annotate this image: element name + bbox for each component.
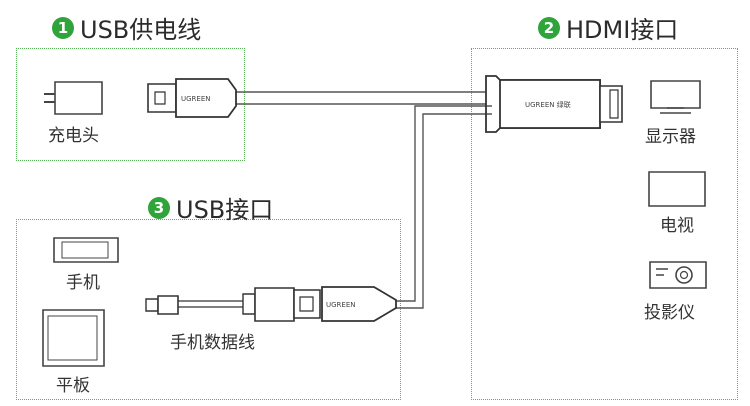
heading-hdmi-label: HDMI接口 bbox=[566, 16, 679, 44]
adapter-brand: UGREEN bbox=[326, 301, 356, 309]
heading-usb-power-label: USB供电线 bbox=[80, 16, 202, 44]
heading-usb-port-label: USB接口 bbox=[176, 196, 274, 224]
projector-icon bbox=[649, 261, 707, 289]
cable-lines bbox=[178, 91, 492, 309]
label-tablet: 平板 bbox=[56, 376, 90, 396]
hdmi-box bbox=[471, 48, 738, 400]
step-badge-3: 3 bbox=[148, 196, 170, 219]
heading-usb-port: 3 USB接口 bbox=[148, 190, 273, 225]
usb-port-cable bbox=[396, 105, 492, 309]
usb-plug-brand: UGREEN bbox=[181, 95, 211, 103]
usb-port-box bbox=[16, 219, 401, 400]
monitor-icon bbox=[650, 80, 701, 114]
label-charger: 充电头 bbox=[48, 126, 99, 146]
tablet-icon bbox=[42, 309, 105, 367]
usb-a-plug-icon bbox=[147, 78, 237, 118]
label-monitor: 显示器 bbox=[645, 127, 696, 147]
usb-female-adapter-icon bbox=[321, 286, 397, 322]
phone-cable-wire bbox=[178, 300, 255, 308]
heading-hdmi: 2 HDMI接口 bbox=[538, 10, 678, 45]
step-badge-1: 1 bbox=[52, 16, 74, 39]
step-badge-2: 2 bbox=[538, 16, 560, 39]
label-phone: 手机 bbox=[66, 273, 100, 293]
label-tv: 电视 bbox=[660, 216, 694, 236]
hdmi-plug-icon bbox=[485, 75, 623, 133]
phone-icon bbox=[53, 237, 119, 263]
label-projector: 投影仪 bbox=[644, 303, 695, 323]
hdmi-plug-brand: UGREEN 绿联 bbox=[525, 100, 571, 109]
label-phone-cable: 手机数据线 bbox=[170, 333, 255, 353]
micro-usb-plug-icon bbox=[145, 295, 179, 315]
tv-icon bbox=[648, 171, 706, 207]
charger-icon bbox=[44, 81, 103, 115]
phone-cable-usb-plug-icon bbox=[242, 287, 321, 322]
heading-usb-power: 1 USB供电线 bbox=[52, 10, 201, 45]
usb-power-cable bbox=[236, 91, 486, 105]
